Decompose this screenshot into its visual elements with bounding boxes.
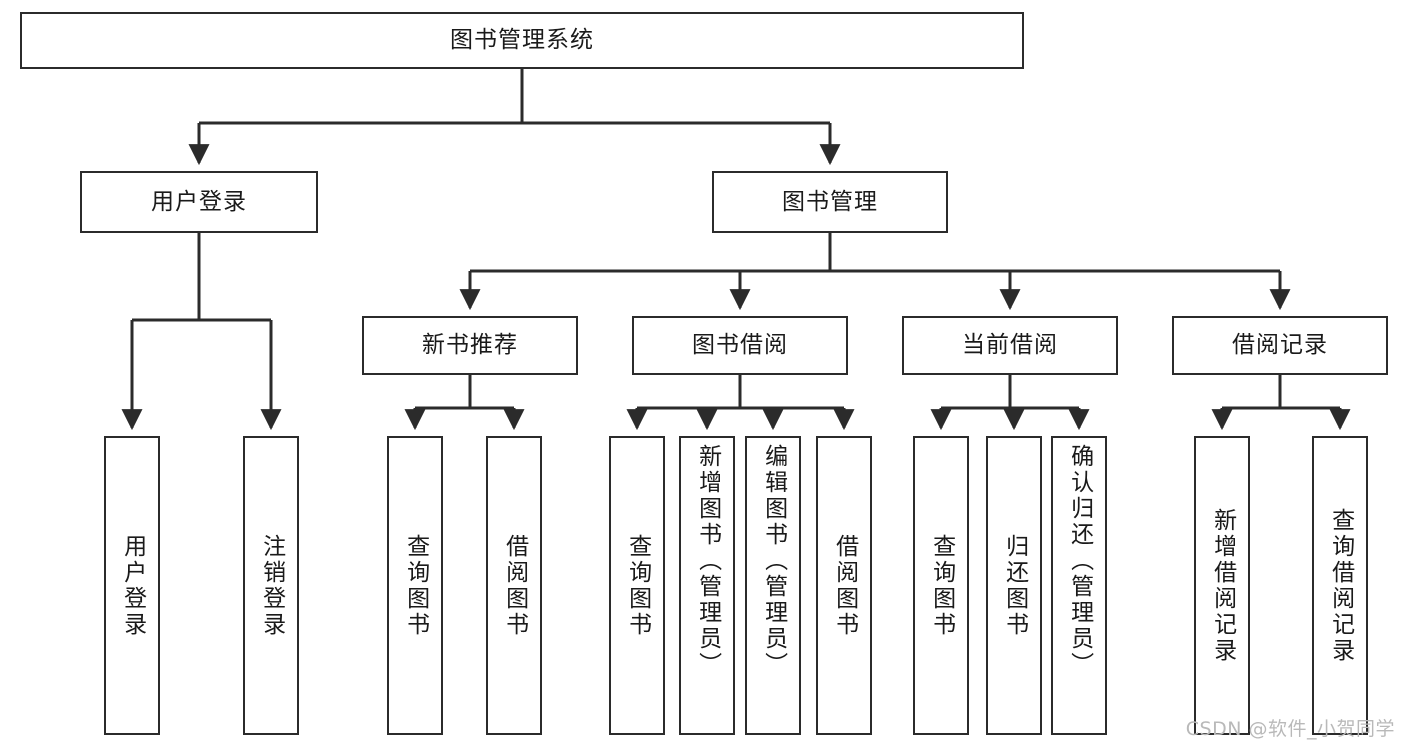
node-new-book-recommend-label: 新书推荐 [422, 332, 518, 359]
node-leaf-user-logout-label: 注销登录 [258, 533, 285, 638]
node-leaf-add-record[interactable]: 新增借阅记录 [1194, 436, 1250, 735]
node-leaf-edit-book[interactable]: 编辑图书（管理员） [745, 436, 801, 735]
node-leaf-query-book-3-label: 查询图书 [928, 533, 955, 638]
node-new-book-recommend[interactable]: 新书推荐 [362, 316, 578, 375]
node-leaf-query-book-1-label: 查询图书 [402, 533, 429, 638]
node-leaf-return-book-label: 归还图书 [1001, 533, 1028, 638]
node-leaf-borrow-book-1[interactable]: 借阅图书 [486, 436, 542, 735]
node-book-manage-label: 图书管理 [782, 188, 878, 215]
node-current-borrow[interactable]: 当前借阅 [902, 316, 1118, 375]
node-leaf-user-login[interactable]: 用户登录 [104, 436, 160, 735]
node-leaf-query-book-3[interactable]: 查询图书 [913, 436, 969, 735]
node-leaf-borrow-book-2[interactable]: 借阅图书 [816, 436, 872, 735]
node-user-login-label: 用户登录 [151, 188, 247, 215]
node-leaf-query-book-2-label: 查询图书 [624, 533, 651, 638]
node-leaf-return-book[interactable]: 归还图书 [986, 436, 1042, 735]
node-leaf-query-record-label: 查询借阅记录 [1327, 507, 1354, 664]
node-leaf-query-book-1[interactable]: 查询图书 [387, 436, 443, 735]
node-leaf-query-record[interactable]: 查询借阅记录 [1312, 436, 1368, 735]
node-leaf-edit-book-label: 编辑图书（管理员） [760, 444, 787, 678]
node-leaf-confirm-return-label: 确认归还（管理员） [1066, 444, 1093, 678]
node-leaf-borrow-book-2-label: 借阅图书 [831, 533, 858, 638]
node-leaf-add-book[interactable]: 新增图书（管理员） [679, 436, 735, 735]
node-leaf-query-book-2[interactable]: 查询图书 [609, 436, 665, 735]
node-leaf-add-record-label: 新增借阅记录 [1209, 507, 1236, 664]
node-borrow-record[interactable]: 借阅记录 [1172, 316, 1388, 375]
node-leaf-user-login-label: 用户登录 [119, 533, 146, 638]
node-root-label: 图书管理系统 [450, 27, 594, 54]
node-book-borrow-label: 图书借阅 [692, 332, 788, 359]
node-leaf-confirm-return[interactable]: 确认归还（管理员） [1051, 436, 1107, 735]
node-user-login[interactable]: 用户登录 [80, 171, 318, 233]
node-leaf-user-logout[interactable]: 注销登录 [243, 436, 299, 735]
node-book-borrow[interactable]: 图书借阅 [632, 316, 848, 375]
node-borrow-record-label: 借阅记录 [1232, 332, 1328, 359]
node-current-borrow-label: 当前借阅 [962, 332, 1058, 359]
csdn-watermark: CSDN @软件_小贺同学 [1185, 718, 1395, 740]
node-root[interactable]: 图书管理系统 [20, 12, 1024, 69]
node-leaf-borrow-book-1-label: 借阅图书 [501, 533, 528, 638]
node-leaf-add-book-label: 新增图书（管理员） [694, 444, 721, 678]
node-book-manage[interactable]: 图书管理 [712, 171, 948, 233]
